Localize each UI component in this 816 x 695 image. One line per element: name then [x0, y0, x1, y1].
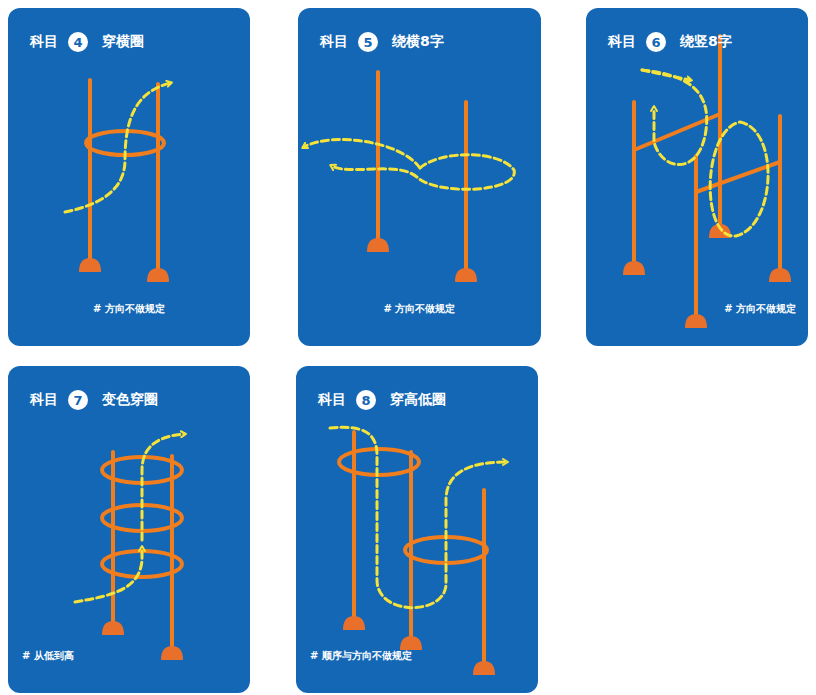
card-label: 科目 — [30, 391, 58, 409]
card-header: 科目 4 穿横圈 — [30, 32, 144, 52]
course-name: 穿横圈 — [102, 33, 144, 51]
course-name: 绕横8字 — [392, 33, 444, 51]
card-label: 科目 — [318, 391, 346, 409]
rule-note: # 方向不做规定 — [384, 302, 456, 316]
course-number: 6 — [651, 36, 660, 49]
rings — [86, 131, 487, 577]
course-name: 变色穿圈 — [102, 391, 158, 409]
number-slot: 6 — [646, 32, 666, 52]
course-number: 7 — [73, 394, 82, 407]
poles — [90, 36, 780, 665]
number-badge: 4 — [68, 32, 88, 52]
number-badge: 7 — [68, 390, 88, 410]
route-paths — [65, 70, 768, 608]
rule-note: # 方向不做规定 — [93, 302, 165, 316]
number-badge: 6 — [646, 32, 666, 52]
card-label: 科目 — [608, 33, 636, 51]
card-header: 科目 6 绕竖8字 — [608, 32, 732, 52]
number-slot: 4 — [68, 32, 88, 52]
card-header: 科目 7 变色穿圈 — [30, 390, 158, 410]
number-badge: 5 — [358, 32, 378, 52]
number-slot: 8 — [356, 390, 376, 410]
card-header: 科目 5 绕横8字 — [320, 32, 444, 52]
card-header: 科目 8 穿高低圈 — [318, 390, 446, 410]
course-number: 8 — [361, 394, 370, 407]
rule-note: # 顺序与方向不做规定 — [310, 649, 412, 663]
course-name: 穿高低圈 — [390, 391, 446, 409]
number-slot: 5 — [358, 32, 378, 52]
course-name: 绕竖8字 — [680, 33, 732, 51]
number-slot: 7 — [68, 390, 88, 410]
course-card: 科目 4 穿横圈 # 方向不做规定 — [8, 8, 250, 346]
course-number: 4 — [73, 36, 82, 49]
card-label: 科目 — [320, 33, 348, 51]
course-card: 科目 5 绕横8字 # 方向不做规定 — [298, 8, 541, 346]
number-badge: 8 — [356, 390, 376, 410]
course-number: 5 — [363, 36, 372, 49]
card-label: 科目 — [30, 33, 58, 51]
rule-note: # 方向不做规定 — [724, 302, 796, 316]
rule-note: # 从低到高 — [22, 649, 74, 663]
pole-bases — [79, 224, 791, 675]
